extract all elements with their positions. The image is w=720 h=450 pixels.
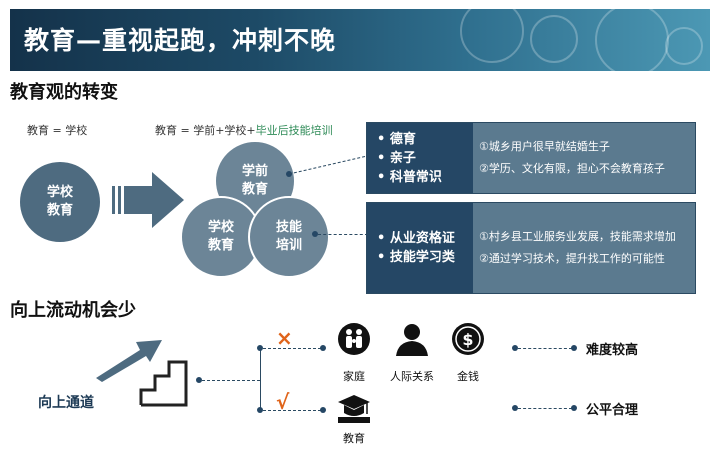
- section-title-mobility: 向上流动机会少: [10, 300, 136, 321]
- circle-text-line: 教育: [241, 182, 268, 197]
- connector-line: [289, 155, 368, 175]
- page-title: 教育—重视起跑，冲刺不晚: [24, 26, 337, 55]
- upward-channel-label: 向上通道: [38, 395, 94, 411]
- list-item-text: 从业资格证: [389, 231, 455, 246]
- icon-label-relationships: 人际关系: [390, 370, 434, 383]
- label-prefix: 教育 = 学前+学校+: [155, 124, 256, 137]
- family-icon: [338, 323, 370, 355]
- circle-text-line: 技能: [275, 220, 302, 235]
- connector-line: [518, 408, 572, 409]
- header-banner: 教育—重视起跑，冲刺不晚: [10, 9, 710, 71]
- venn-circle-skills: 技能培训: [248, 196, 330, 278]
- info-box-items: • 从业资格证 • 技能学习类: [367, 203, 473, 293]
- list-item: • 德育: [377, 131, 416, 147]
- connector-line: [518, 348, 572, 349]
- note-text: ②学历、文化有限，担心不会教育孩子: [479, 162, 665, 175]
- money-icon: $: [452, 323, 484, 355]
- list-item-text: 技能学习类: [389, 250, 455, 265]
- connector-dot: [196, 377, 202, 383]
- outcome-fair: 公平合理: [586, 403, 639, 418]
- decor-circle: [460, 9, 524, 63]
- connector-dot: [571, 405, 577, 411]
- info-box-notes: ①城乡用户很早就结婚生子 ②学历、文化有限，担心不会教育孩子: [473, 123, 695, 193]
- connector-dot: [512, 405, 518, 411]
- circle-text-line: 学校: [207, 220, 234, 235]
- arrow-right-icon: [112, 172, 184, 228]
- stairs-icon: [139, 360, 188, 407]
- circle-text-line: 教育: [207, 238, 234, 253]
- decor-circle: [595, 9, 669, 71]
- branch-vertical-line: [260, 348, 261, 410]
- info-box-moral-parenting: • 德育 • 亲子 • 科普常识 ①城乡用户很早就结婚生子 ②学历、文化有限，担…: [366, 122, 696, 194]
- label-education-equals-all: 教育 = 学前+学校+毕业后技能培训: [155, 122, 333, 138]
- list-item-text: 亲子: [389, 150, 416, 166]
- connector-dot: [312, 231, 318, 237]
- info-box-notes: ①村乡县工业服务业发展，技能需求增加 ②通过学习技术，提升找工作的可能性: [473, 203, 695, 293]
- label-education-equals-school: 教育 = 学校: [27, 124, 88, 137]
- list-item-text: 科普常识: [389, 169, 442, 185]
- connector-line: [263, 410, 321, 411]
- circle-school-education: 学校教育: [20, 162, 100, 242]
- circle-text-line: 培训: [275, 238, 302, 253]
- connector-line: [263, 348, 321, 349]
- section-title-education-view: 教育观的转变: [10, 82, 118, 103]
- circle-text-line: 教育: [46, 203, 73, 218]
- note-text: ②通过学习技术，提升找工作的可能性: [479, 252, 665, 265]
- note-text: ①村乡县工业服务业发展，技能需求增加: [479, 230, 676, 243]
- connector-dot: [320, 407, 326, 413]
- icon-label-education: 教育: [343, 432, 365, 445]
- education-icon: [338, 395, 370, 423]
- decor-circle: [530, 15, 578, 63]
- decor-circle: [665, 27, 703, 65]
- circle-text-line: 学校: [46, 185, 73, 200]
- list-item-text: 德育: [389, 131, 416, 147]
- check-mark: √: [276, 390, 290, 414]
- circle-text-line: 学前: [241, 164, 268, 179]
- icon-label-money: 金钱: [457, 370, 479, 383]
- note-text: ①城乡用户很早就结婚生子: [479, 140, 610, 153]
- outcome-difficulty: 难度较高: [586, 343, 639, 358]
- icon-label-family: 家庭: [343, 370, 365, 383]
- connector-dot: [257, 407, 263, 413]
- list-item: • 技能学习类: [377, 250, 455, 265]
- list-item: • 科普常识: [377, 169, 442, 185]
- connector-dot: [512, 345, 518, 351]
- list-item: • 从业资格证: [377, 231, 455, 246]
- connector-dot: [571, 345, 577, 351]
- cross-mark: ×: [276, 326, 293, 350]
- info-box-items: • 德育 • 亲子 • 科普常识: [367, 123, 473, 193]
- list-item: • 亲子: [377, 150, 416, 166]
- diagonal-arrow-icon: [96, 340, 162, 382]
- connector-line: [202, 380, 260, 381]
- info-box-vocational: • 从业资格证 • 技能学习类 ①村乡县工业服务业发展，技能需求增加 ②通过学习…: [366, 202, 696, 294]
- relationships-icon: [396, 324, 428, 356]
- label-highlight: 毕业后技能培训: [255, 124, 333, 137]
- svg-text:$: $: [462, 330, 473, 349]
- connector-dot: [320, 345, 326, 351]
- connector-line: [318, 234, 368, 235]
- connector-dot: [257, 345, 263, 351]
